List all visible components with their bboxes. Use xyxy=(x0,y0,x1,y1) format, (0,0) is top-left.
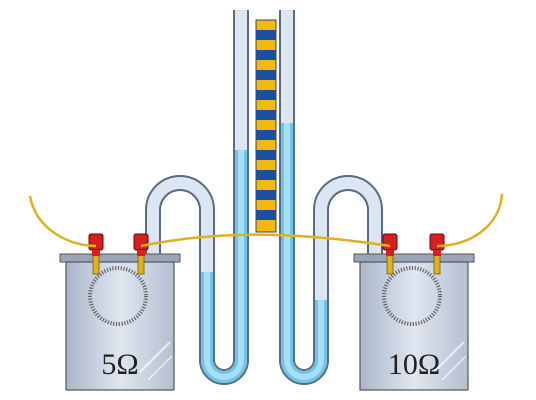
left-heating-coil-icon xyxy=(88,266,148,326)
measurement-scale xyxy=(255,19,277,233)
right-u-tube xyxy=(279,10,383,385)
scale-bar xyxy=(256,170,276,180)
scale-blue-bars xyxy=(256,30,276,220)
scale-bar xyxy=(256,70,276,80)
left-container: 5Ω xyxy=(59,233,181,391)
right-container: 10Ω xyxy=(353,233,475,391)
right-heating-coil-icon xyxy=(382,266,442,326)
scale-bar xyxy=(256,50,276,60)
scale-bar xyxy=(256,150,276,160)
scale-bar xyxy=(256,130,276,140)
connecting-wires xyxy=(28,193,504,248)
scale-bar xyxy=(256,190,276,200)
left-u-tube xyxy=(145,10,249,385)
right-resistance-label: 10Ω xyxy=(388,348,440,381)
scale-bar xyxy=(256,110,276,120)
left-resistance-label: 5Ω xyxy=(101,348,138,381)
scale-bar xyxy=(256,90,276,100)
scale-bar xyxy=(256,210,276,220)
scale-bar xyxy=(256,30,276,40)
